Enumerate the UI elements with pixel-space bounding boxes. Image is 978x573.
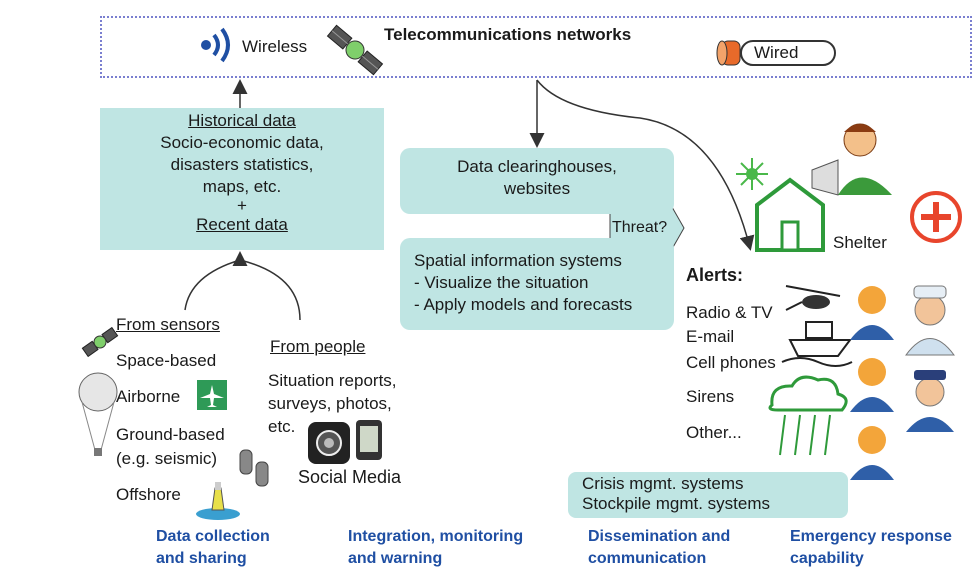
sun-icon: [736, 158, 768, 190]
alert-sirens: Sirens: [686, 387, 735, 406]
stage-1-line-1: Data collection: [156, 528, 270, 545]
balloon-icon: [78, 372, 118, 456]
house-icon: [755, 177, 825, 252]
alert-cell-phones: Cell phones: [686, 353, 776, 372]
police-icon: [906, 370, 954, 432]
people-line-2: surveys, photos,: [268, 394, 392, 413]
sensors-heading: From sensors: [116, 315, 220, 334]
stage-2-line-1: Integration, monitoring: [348, 528, 524, 545]
storm-icon: [768, 375, 848, 456]
shelter-label: Shelter: [833, 233, 887, 252]
stage-4-line-1: Emergency response: [790, 528, 952, 545]
medical-cross-icon: [910, 191, 962, 243]
people-heading: From people: [270, 337, 366, 356]
recent-data-label: Recent data: [196, 215, 288, 234]
people-line-3: etc.: [268, 417, 296, 436]
stage-dissemination: Dissemination and communication: [588, 526, 730, 570]
clearinghouse-line-2: websites: [503, 179, 571, 198]
buoy-icon: [196, 482, 240, 520]
satellite-small-icon: [81, 326, 119, 358]
stage-integration: Integration, monitoring and warning: [348, 526, 523, 570]
historical-line-3: maps, etc.: [202, 177, 282, 196]
clearinghouse-box: Data clearinghouses, websites: [400, 148, 674, 214]
ship-icon: [781, 321, 853, 367]
stage-emergency-response: Emergency response capability: [790, 526, 952, 570]
megaphone-person-icon: [811, 123, 892, 196]
responder-person-icon: [850, 286, 894, 480]
alert-email: E-mail: [686, 327, 735, 346]
wireless-icon: [201, 27, 230, 63]
historical-heading: Historical data: [188, 111, 296, 130]
clearinghouse-line-1: Data clearinghouses,: [457, 157, 617, 176]
alert-radio-tv: Radio & TV: [686, 303, 773, 322]
threat-label: Threat?: [612, 219, 668, 236]
people-line-1: Situation reports,: [268, 371, 397, 390]
sensor-offshore: Offshore: [116, 485, 181, 504]
stage-4-line-2: capability: [790, 550, 864, 567]
stage-data-collection: Data collection and sharing: [156, 526, 270, 570]
stage-2-line-2: and warning: [348, 550, 443, 567]
spatial-line-1: Spatial information systems: [414, 251, 622, 270]
wireless-label: Wireless: [242, 37, 308, 56]
stage-1-line-2: and sharing: [156, 550, 247, 567]
wired-label: Wired: [754, 43, 799, 62]
social-media-label: Social Media: [298, 467, 402, 487]
network-title: Telecommunications networks: [384, 25, 632, 44]
crisis-systems-box: Crisis mgmt. systems Stockpile mgmt. sys…: [568, 472, 848, 518]
camera-icon: [308, 422, 350, 464]
nurse-icon: [905, 285, 955, 356]
historical-plus: +: [237, 196, 247, 215]
satellite-icon: [326, 24, 384, 76]
historical-data-box: Historical data Socio-economic data, dis…: [100, 108, 384, 250]
historical-line-2: disasters statistics,: [170, 155, 314, 174]
helicopter-icon: [785, 285, 841, 311]
historical-line-1: Socio-economic data,: [160, 133, 324, 152]
seismic-sensor-icon: [239, 449, 269, 487]
phone-icon: [356, 420, 382, 460]
alert-other: Other...: [686, 423, 742, 442]
airplane-icon: [197, 380, 227, 410]
alerts-heading: Alerts:: [686, 265, 744, 285]
stage-3-line-2: communication: [588, 550, 707, 567]
network-bar: [100, 16, 972, 78]
sensor-ground: Ground-based: [116, 425, 225, 444]
wired-box: [740, 40, 836, 66]
crisis-line-1: Crisis mgmt. systems: [582, 474, 744, 493]
cable-icon: [716, 40, 741, 66]
crisis-line-2: Stockpile mgmt. systems: [582, 494, 770, 513]
spatial-line-2: - Visualize the situation: [414, 273, 589, 292]
sensor-space: Space-based: [116, 351, 217, 370]
spatial-info-box: Spatial information systems - Visualize …: [400, 238, 674, 330]
sensor-ground-example: (e.g. seismic): [116, 449, 218, 468]
stage-3-line-1: Dissemination and: [588, 528, 731, 545]
sensor-airborne: Airborne: [116, 387, 181, 406]
spatial-line-3: - Apply models and forecasts: [414, 295, 633, 314]
